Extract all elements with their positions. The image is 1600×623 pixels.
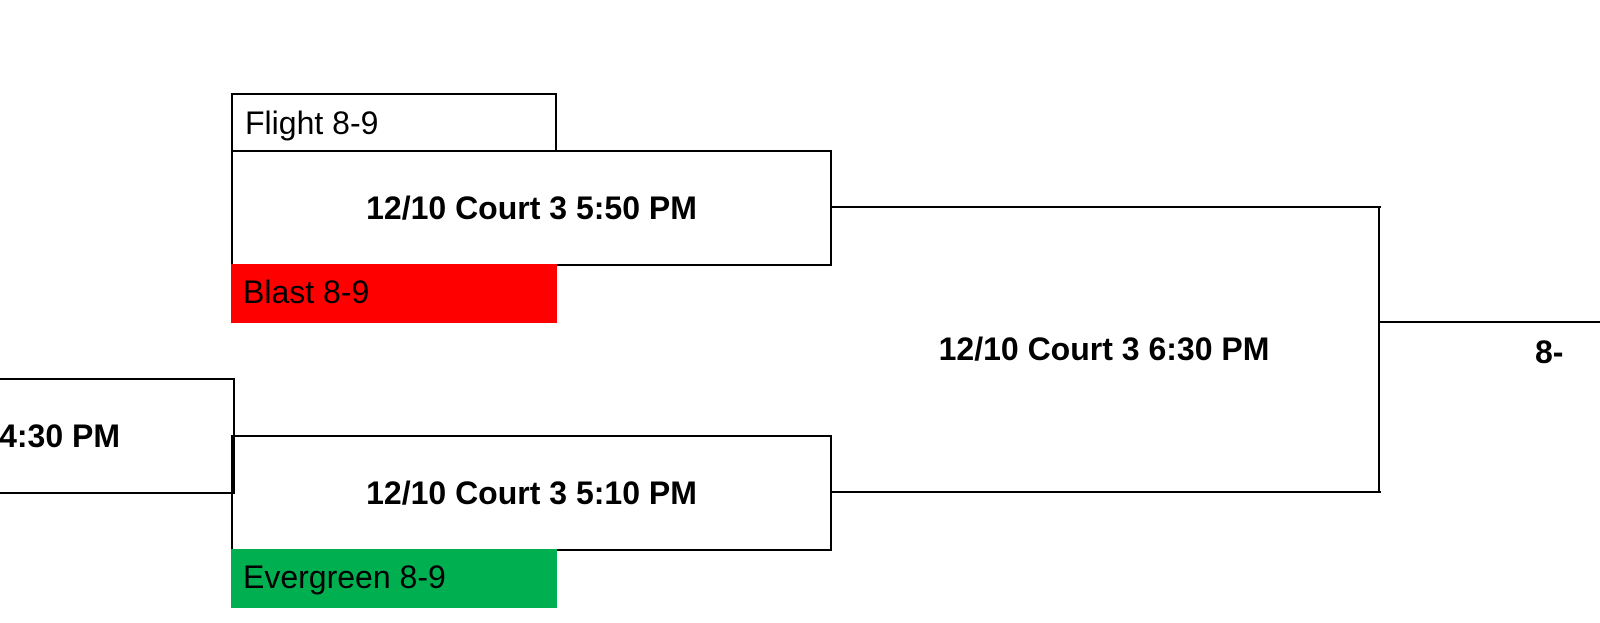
game-label-630: 12/10 Court 3 6:30 PM bbox=[938, 331, 1270, 367]
team-slot-evergreen: Evergreen 8-9 bbox=[231, 549, 557, 608]
team-slot-blast: Blast 8-9 bbox=[231, 264, 557, 323]
connector-top-line bbox=[830, 206, 1381, 208]
connector-final-line bbox=[1378, 321, 1600, 323]
game-label-550: 12/10 Court 3 5:50 PM bbox=[366, 190, 697, 226]
team-slot-flight: Flight 8-9 bbox=[231, 93, 557, 152]
game-label-510: 12/10 Court 3 5:10 PM bbox=[366, 475, 697, 511]
game-label-final-partial: 8- bbox=[1535, 334, 1564, 370]
connector-right-line bbox=[1378, 206, 1380, 493]
game-label-430: 4:30 PM bbox=[0, 418, 120, 454]
connector-bottom-line bbox=[830, 491, 1381, 493]
